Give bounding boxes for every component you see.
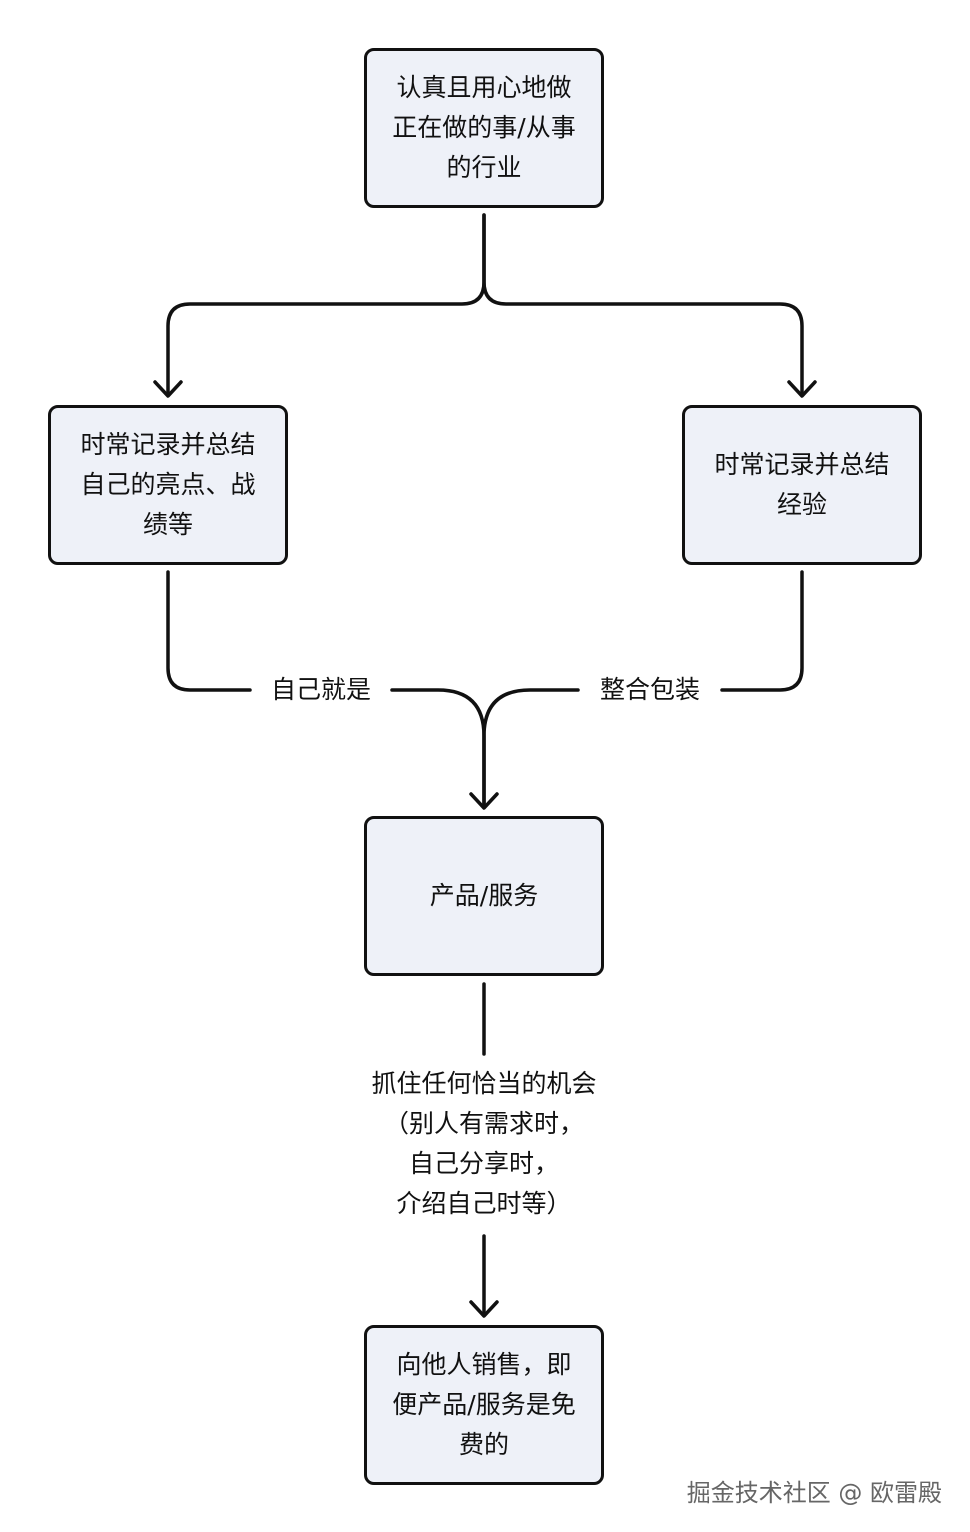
edge-label-self-is: 自己就是 xyxy=(256,670,386,710)
watermark: 掘金技术社区 @ 欧雷殿 xyxy=(686,1479,942,1507)
arrowhead-right xyxy=(787,380,817,398)
edge-right-to-product-b xyxy=(482,688,580,808)
node-record-highlights: 时常记录并总结 自己的亮点、战 绩等 xyxy=(48,405,288,565)
arrowhead-product xyxy=(469,792,499,810)
edge-right-to-product xyxy=(720,570,804,692)
node-start: 认真且用心地做 正在做的事/从事 的行业 xyxy=(364,48,604,208)
edge-label-integrate-package: 整合包装 xyxy=(584,670,716,710)
edge-start-to-right xyxy=(482,213,804,396)
edge-label-seize-opportunity: 抓住任何恰当的机会 （别人有需求时， 自己分享时， 介绍自己时等） xyxy=(334,1064,634,1224)
node-product-service: 产品/服务 xyxy=(364,816,604,976)
edge-left-to-product-b xyxy=(390,688,486,808)
node-record-experience: 时常记录并总结 经验 xyxy=(682,405,922,565)
arrowhead-sell xyxy=(469,1300,499,1318)
arrowhead-left xyxy=(153,380,183,398)
edge-left-to-product xyxy=(166,570,252,692)
edge-start-to-left xyxy=(166,213,486,396)
node-sell-to-others: 向他人销售，即 便产品/服务是免 费的 xyxy=(364,1325,604,1485)
